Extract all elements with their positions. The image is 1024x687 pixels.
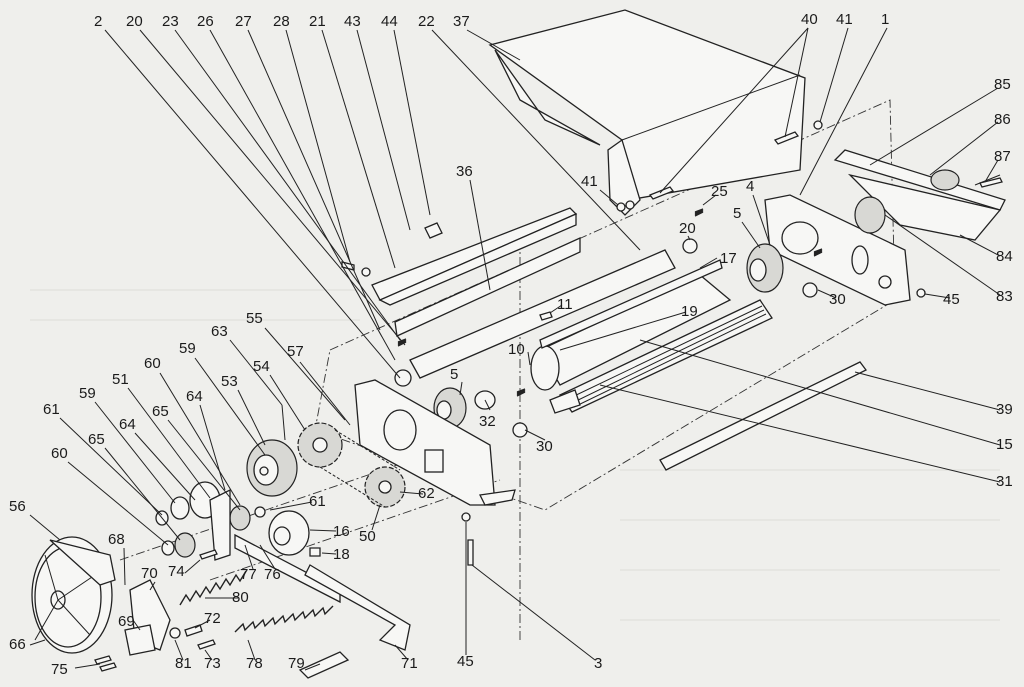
part-label: 68 xyxy=(108,531,125,548)
part-label: 84 xyxy=(996,248,1013,265)
springs xyxy=(179,208,823,633)
part-label: 75 xyxy=(51,661,68,678)
part-label: 16 xyxy=(333,523,350,540)
part-label: 85 xyxy=(994,76,1011,93)
part-label: 30 xyxy=(536,438,553,455)
part-label: 63 xyxy=(211,323,228,340)
part-label: 55 xyxy=(246,310,263,327)
large-pulley xyxy=(31,536,171,656)
part-label: 53 xyxy=(221,373,238,390)
part-label: 83 xyxy=(996,288,1013,305)
part-label: 31 xyxy=(996,473,1013,490)
part-label: 73 xyxy=(204,655,221,672)
part-label: 2 xyxy=(94,13,102,30)
part-label: 87 xyxy=(994,148,1011,165)
leader-lines xyxy=(29,27,1001,671)
part-label: 71 xyxy=(401,655,418,672)
part-label: 57 xyxy=(287,343,304,360)
top-right-bracket xyxy=(833,149,1006,241)
part-label: 77 xyxy=(240,566,257,583)
part-label: 37 xyxy=(453,13,470,30)
part-label: 5 xyxy=(450,366,458,383)
part-label: 32 xyxy=(479,413,496,430)
part-label: 41 xyxy=(581,173,598,190)
part-label: 11 xyxy=(557,296,573,313)
drive-gear xyxy=(155,439,411,679)
part-label: 15 xyxy=(996,436,1013,453)
part-label: 78 xyxy=(246,655,263,672)
part-label: 69 xyxy=(118,613,135,630)
part-label: 3 xyxy=(594,655,602,672)
part-label: 86 xyxy=(994,111,1011,128)
part-label: 25 xyxy=(711,183,728,200)
part-label: 79 xyxy=(288,655,305,672)
part-label: 5 xyxy=(733,205,741,222)
part-label: 10 xyxy=(508,341,525,358)
part-label: 60 xyxy=(51,445,68,462)
part-label: 18 xyxy=(333,546,350,563)
part-label: 23 xyxy=(162,13,179,30)
part-label: 45 xyxy=(457,653,474,670)
part-label: 30 xyxy=(829,291,846,308)
part-label: 20 xyxy=(126,13,143,30)
part-label: 61 xyxy=(43,401,60,418)
part-label: 59 xyxy=(79,385,96,402)
part-label: 36 xyxy=(456,163,473,180)
sprockets-chain xyxy=(281,404,406,508)
knurled-roller xyxy=(569,305,767,408)
screws xyxy=(94,120,1003,672)
part-label: 1 xyxy=(881,11,889,28)
left-side-frame xyxy=(354,379,516,506)
part-label: 26 xyxy=(197,13,214,30)
part-label: 50 xyxy=(359,528,376,545)
part-label: 62 xyxy=(418,485,435,502)
part-label: 40 xyxy=(801,11,818,28)
part-label: 41 xyxy=(836,11,853,28)
cutter-bar xyxy=(371,207,581,337)
part-label: 59 xyxy=(179,340,196,357)
part-label: 64 xyxy=(119,416,136,433)
part-label: 45 xyxy=(943,291,960,308)
part-label: 61 xyxy=(309,493,326,510)
part-label: 19 xyxy=(681,303,698,320)
part-label: 65 xyxy=(88,431,105,448)
part-label: 56 xyxy=(9,498,26,515)
part-label: 17 xyxy=(720,250,737,267)
part-label: 60 xyxy=(144,355,161,372)
part-label: 21 xyxy=(309,13,326,30)
part-label: 72 xyxy=(204,610,221,627)
part-label: 64 xyxy=(186,388,203,405)
part-label: 51 xyxy=(112,371,129,388)
part-label: 44 xyxy=(381,13,398,30)
part-label: 54 xyxy=(253,358,270,375)
part-label: 22 xyxy=(418,13,435,30)
part-label: 4 xyxy=(746,178,754,195)
part-labels: 2 20 23 26 27 28 21 43 44 22 37 40 41 1 … xyxy=(9,11,1013,678)
part-label: 76 xyxy=(264,566,281,583)
part-label: 70 xyxy=(141,565,158,582)
part-label: 81 xyxy=(175,655,192,672)
part-label: 74 xyxy=(168,563,185,580)
part-label: 20 xyxy=(679,220,696,237)
part-label: 66 xyxy=(9,636,26,653)
bearings xyxy=(394,238,818,438)
part-label: 28 xyxy=(273,13,290,30)
part-label: 80 xyxy=(232,589,249,606)
part-label: 65 xyxy=(152,403,169,420)
part-label: 43 xyxy=(344,13,361,30)
part-label: 39 xyxy=(996,401,1013,418)
part-label: 27 xyxy=(235,13,252,30)
